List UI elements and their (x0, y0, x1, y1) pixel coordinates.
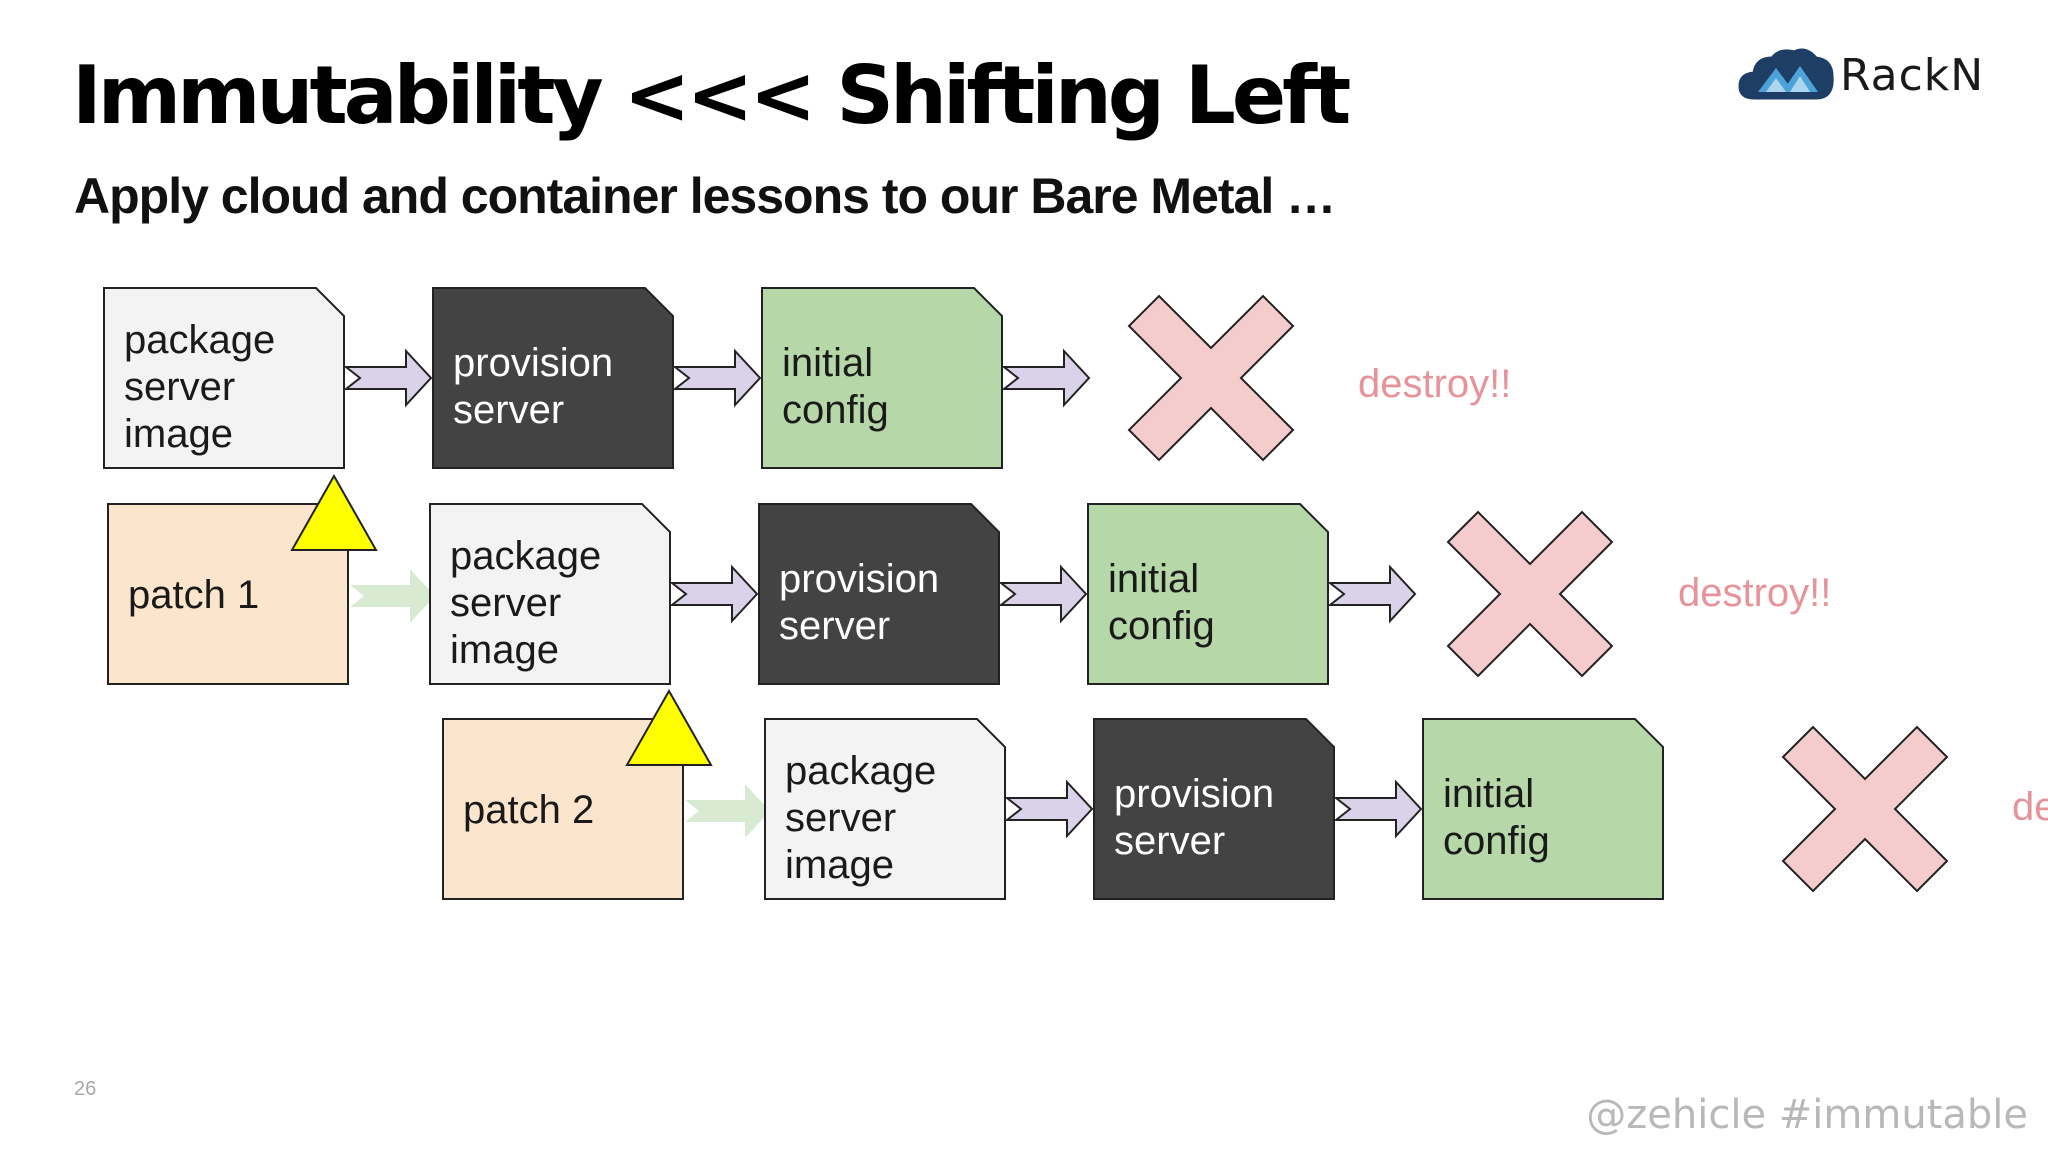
patch-box (442, 718, 684, 900)
config-label-line: initial (782, 341, 873, 385)
destroy-cross-icon (1446, 510, 1614, 678)
flow-arrow (672, 348, 762, 408)
slide-subtitle: Apply cloud and container lessons to our… (74, 168, 1336, 224)
package-label-line: server (785, 796, 896, 840)
patch-arrow (350, 569, 435, 623)
config-label-line: config (1108, 604, 1215, 648)
warning-triangle-icon (290, 473, 378, 551)
package-label-line: package (785, 749, 936, 793)
flow-arrow (1333, 779, 1423, 839)
patch-label: patch 1 (128, 573, 259, 617)
logo-text: RackN (1840, 49, 1985, 101)
destroy-cross-icon (1127, 294, 1295, 462)
package-box (429, 503, 671, 685)
patch-label-line: patch 2 (463, 788, 594, 832)
config-box (1087, 503, 1329, 685)
provision-box (758, 503, 1000, 685)
package-label-line: package (450, 534, 601, 578)
patch-arrow (685, 784, 770, 838)
config-box (761, 287, 1003, 469)
destroy-label: destroy!! (1678, 571, 1831, 615)
package-label-line: image (124, 412, 233, 456)
provision-label-line: provision (453, 341, 613, 385)
destroy-label: de (2012, 785, 2048, 829)
flow-arrow (1004, 779, 1094, 839)
config-label-line: config (782, 388, 889, 432)
rackn-logo: RackN (1736, 40, 1984, 110)
package-label-line: image (450, 628, 559, 672)
flow-arrow (669, 564, 759, 624)
cloud-logo-icon (1738, 48, 1834, 100)
destroy-cross-icon (1781, 725, 1949, 893)
flow-arrow (1001, 348, 1091, 408)
package-box (764, 718, 1006, 900)
package-label-line: image (785, 843, 894, 887)
package-label-line: server (450, 581, 561, 625)
patch-label: patch 2 (463, 788, 594, 832)
provision-label-line: provision (779, 557, 939, 601)
config-label-line: initial (1443, 772, 1534, 816)
provision-box (432, 287, 674, 469)
config-label-line: initial (1108, 557, 1199, 601)
flow-arrow (998, 564, 1088, 624)
twitter-handle: @zehicle #immutable (1586, 1092, 2028, 1138)
warning-triangle-icon (625, 688, 713, 766)
patch-label-line: patch 1 (128, 573, 259, 617)
slide-number: 26 (74, 1078, 97, 1100)
package-label-line: server (124, 365, 235, 409)
patch-box (107, 503, 349, 685)
flow-arrow (343, 348, 433, 408)
config-box (1422, 718, 1664, 900)
destroy-label: destroy!! (1358, 362, 1511, 406)
package-box (103, 287, 345, 469)
provision-label-line: provision (1114, 772, 1274, 816)
config-label-line: config (1443, 819, 1550, 863)
provision-label-line: server (779, 604, 890, 648)
package-label-line: package (124, 318, 275, 362)
flow-arrow (1327, 564, 1417, 624)
provision-label-line: server (453, 388, 564, 432)
provision-label-line: server (1114, 819, 1225, 863)
slide-title: Immutability <<< Shifting Left (72, 49, 1351, 142)
provision-box (1093, 718, 1335, 900)
